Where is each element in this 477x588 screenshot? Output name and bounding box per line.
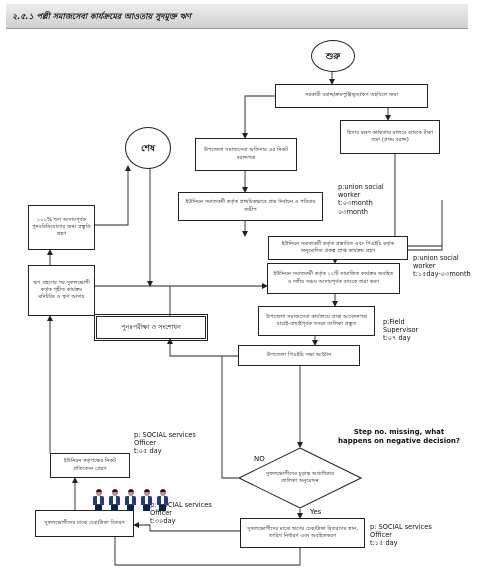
annotation-missing-step: Step no. missing, what happens on negati… (338, 428, 460, 446)
label-yes: Yes (310, 508, 322, 516)
step-distribution-schedule: সুফলভোগীদের মাঝে ঋণের চেক/টাকা বিতরণের স… (240, 518, 365, 548)
step-bank-deposit: হিসাব রক্ষণ কর্মকর্তার মাধ্যমে ব্যাংকে ট… (340, 120, 440, 154)
note-field-supervisor: p:Field Supervisor t:০৭ day (383, 318, 419, 343)
arrow-n9-n6 (169, 283, 268, 316)
line-n3-right (394, 154, 443, 247)
people-group-icon (93, 489, 169, 514)
line-decision-no (221, 355, 238, 479)
step-cheque-distribution: সুফলভোগীদের মাঝে চেক/টাকা বিতরণ (35, 510, 134, 537)
header-title: ২.৫.১ পল্লী সমাজসেবা কার্যক্রমের আওতায় … (12, 12, 191, 21)
arrow-n8-n9 (167, 338, 238, 357)
arrow-n1-n2 (242, 95, 275, 139)
note-social-officer-2: p: SOCIAL services Officer t:৩০day (150, 501, 212, 526)
step-allocation-letter: উপজেলা সমাজসেবা অফিসার এর নিকট বরাদ্দপত্… (195, 138, 297, 171)
start-node: শুরু (311, 40, 355, 72)
step-project-approval-text: ইউনিয়ন সমাজকর্মী কর্তৃক প্রস্তাবিত এবং … (281, 240, 395, 254)
end-label: শেষ (141, 143, 155, 154)
step-fund-deposit: সরকারী বরাদ্দ/ক্রমপুঞ্জিভূত/ঋণ তহবিলে জম… (275, 84, 428, 108)
step-recheck-text: পুনঃপরীক্ষা ও সংশোধন (121, 323, 181, 332)
decision-text: সুফলভোগীদের চূড়ান্ত অগ্রাধিকার তালিকা অ… (262, 466, 338, 490)
note-social-officer-1: p: SOCIAL services Officer t:০৫ day (134, 431, 196, 456)
person-icon (93, 489, 104, 511)
step-phc-meeting: উপজেলা পিএইচি সভা আহ্বান (238, 345, 360, 366)
person-icon (157, 489, 168, 511)
step-reinvestment: ১০০% ঋণ আদায়পূর্বক পুনঃবিনিয়োগের জন্য … (28, 205, 95, 250)
step-village-survey: ইউনিয়ন সমাজকর্মী কর্তৃক প্রাথমিকভাবে গ্… (178, 192, 323, 221)
step-distribution-schedule-text: সুফলভোগীদের মাঝে ঋণের চেক/টাকা বিতরণের স… (247, 525, 358, 539)
person-icon (141, 489, 152, 511)
step-monitoring-text: ঋণ গ্রহণের পর সুফলভোগী কর্তৃক গৃহীত কার্… (33, 279, 90, 300)
decision-label: সুফলভোগীদের চূড়ান্ত অগ্রাধিকার তালিকা অ… (265, 470, 335, 484)
step-send-report-text: ইউনিয়ন কর্তৃপক্ষের নিকট প্রতিবেদন প্রের… (64, 458, 116, 472)
note-union-worker-2: p:union social worker t:১৫day-০৩month (413, 254, 471, 279)
step-savings-deposit: ইউনিয়ন সমাজকর্মী কর্তৃক ১২টি সামাজিক কা… (267, 263, 400, 294)
step-cheque-distribution-text: সুফলভোগীদের মাঝে চেক/টাকা বিতরণ (44, 519, 125, 526)
step-draft-list-text: উপজেলা সমাজসেবা কার্যালয়ে প্রাপ্ত আবেদন… (265, 313, 368, 327)
person-icon (125, 489, 136, 511)
note-union-worker-1: p:union social worker t:০৩month ০৩month (338, 183, 384, 216)
start-label: শুরু (325, 51, 341, 62)
step-send-report: ইউনিয়ন কর্তৃপক্ষের নিকট প্রতিবেদন প্রের… (50, 453, 130, 478)
step-savings-deposit-text: ইউনিয়ন সমাজকর্মী কর্তৃক ১২টি সামাজিক কা… (273, 271, 394, 285)
header-bar: ২.৫.১ পল্লী সমাজসেবা কার্যক্রমের আওতায় … (6, 4, 468, 29)
arrow-n15-end (95, 165, 131, 226)
step-reinvestment-text: ১০০% ঋণ আদায়পূর্বক পুনঃবিনিয়োগের জন্য … (32, 216, 91, 237)
step-phc-meeting-text: উপজেলা পিএইচি সভা আহ্বান (266, 351, 332, 358)
note-social-officer-3: p: SOCIAL services Officer t:১৫ day (370, 523, 432, 548)
step-village-survey-text: ইউনিয়ন সমাজকর্মী কর্তৃক প্রাথমিকভাবে গ্… (185, 199, 316, 213)
step-bank-deposit-text: হিসাব রক্ষণ কর্মকর্তার মাধ্যমে ব্যাংকে ট… (347, 129, 433, 143)
line-bottom-loop (114, 537, 301, 566)
end-node: শেষ (125, 127, 171, 169)
person-icon (109, 489, 120, 511)
arrow-n11-n12 (133, 522, 240, 532)
label-no: NO (254, 455, 265, 463)
step-recheck: পুনঃপরীক্ষা ও সংশোধন (94, 314, 208, 341)
step-project-approval: ইউনিয়ন সমাজকর্মী কর্তৃক প্রস্তাবিত এবং … (268, 236, 408, 260)
step-draft-list: উপজেলা সমাজসেবা কার্যালয়ে প্রাপ্ত আবেদন… (258, 306, 375, 336)
step-fund-deposit-text: সরকারী বরাদ্দ/ক্রমপুঞ্জিভূত/ঋণ তহবিলে জম… (304, 92, 399, 99)
step-allocation-letter-text: উপজেলা সমাজসেবা অফিসার এর নিকট বরাদ্দপত্… (204, 147, 288, 161)
step-monitoring: ঋণ গ্রহণের পর সুফলভোগী কর্তৃক গৃহীত কার্… (28, 265, 95, 316)
decision-diamond (238, 447, 362, 509)
